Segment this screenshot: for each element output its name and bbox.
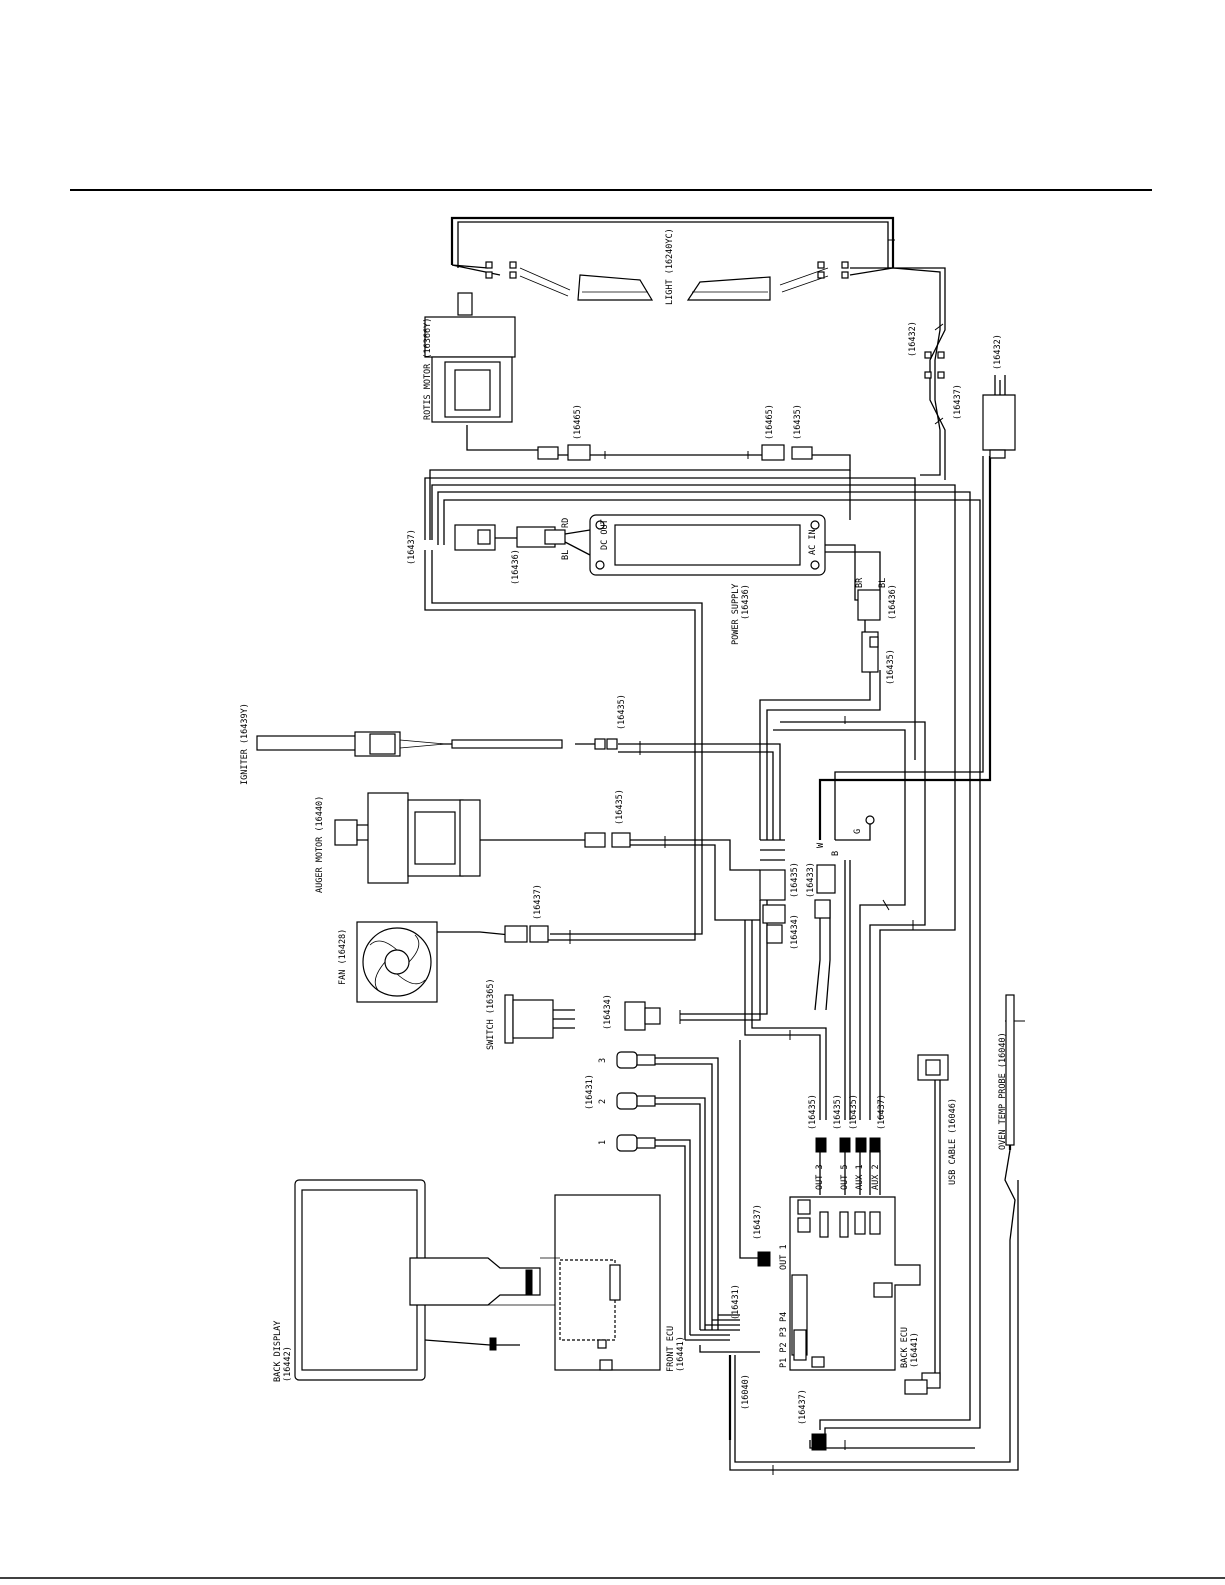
label-16433-mid: (16433) xyxy=(806,862,816,898)
label-power-supply-pn: (16436) xyxy=(741,584,751,620)
label-16434-mid: (16434) xyxy=(790,914,800,950)
label-usb-cable: USB CABLE (16046) xyxy=(948,1098,958,1185)
label-16437-out1: (16437) xyxy=(753,1204,763,1240)
igniter xyxy=(256,731,618,757)
label-16437-ps: (16437) xyxy=(407,529,417,565)
label-16437-bottom: (16437) xyxy=(798,1389,808,1425)
power-switch xyxy=(504,994,661,1044)
label-fan: FAN (16428) xyxy=(338,929,348,985)
label-g: G xyxy=(853,829,863,834)
label-16435-ps: (16435) xyxy=(886,649,896,685)
label-w: W xyxy=(816,842,826,848)
label-bl-right: BL xyxy=(878,578,888,588)
label-ports: P1 P2 P3 P4 xyxy=(779,1312,789,1368)
label-16465-b: (16465) xyxy=(765,404,775,440)
oven-temp-probe xyxy=(1005,994,1015,1146)
label-16435-mid: (16435) xyxy=(790,862,800,898)
label-num-2: 2 xyxy=(598,1099,608,1104)
label-auger-motor: AUGER MOTOR (16440) xyxy=(315,796,325,893)
label-br: BR xyxy=(855,577,865,588)
back-display xyxy=(294,1179,560,1381)
label-16431-bottom: (16431) xyxy=(731,1284,741,1320)
label-16437-aux2: (16437) xyxy=(877,1094,887,1130)
label-16437-fan: (16437) xyxy=(533,884,543,920)
light-connectors xyxy=(485,261,945,379)
label-b: B xyxy=(831,851,841,856)
label-16434-switch: (16434) xyxy=(603,994,613,1030)
label-front-ecu-pn: (16441) xyxy=(676,1336,686,1372)
wire-harness xyxy=(424,216,1019,1471)
front-ecu-board xyxy=(554,1194,661,1371)
label-front-ecu: FRONT ECU xyxy=(666,1326,676,1372)
probe-jacks xyxy=(616,1051,656,1152)
label-back-ecu-pn: (16441) xyxy=(910,1332,920,1368)
light-fixture-right xyxy=(686,276,771,301)
label-out5: OUT 5 xyxy=(840,1164,850,1190)
label-aux2: AUX 2 xyxy=(871,1164,881,1190)
label-dc-out: DC OUT xyxy=(600,519,610,550)
label-16435-ign: (16435) xyxy=(617,694,627,730)
label-rotis-motor: ROTIS MOTOR (16366Y) xyxy=(423,318,433,420)
back-ecu-board xyxy=(789,1196,928,1395)
label-back-display-pn: (16442) xyxy=(283,1346,293,1382)
label-out1: OUT 1 xyxy=(779,1244,789,1270)
ps-connectors xyxy=(454,524,881,673)
label-16431: (16431) xyxy=(585,1074,595,1110)
label-16040-bottom: (16040) xyxy=(741,1374,751,1410)
label-out3: OUT 3 xyxy=(815,1164,825,1190)
label-rd: RD xyxy=(561,518,571,528)
label-switch: SWITCH (16365) xyxy=(486,978,496,1050)
label-16436-ps-left: (16436) xyxy=(511,549,521,585)
label-16435-out5: (16435) xyxy=(833,1094,843,1130)
label-16436-right: (16436) xyxy=(888,584,898,620)
center-connectors xyxy=(759,815,875,944)
light-fixture-left xyxy=(577,274,654,301)
power-supply xyxy=(589,514,826,576)
label-light: LIGHT (16240YC) xyxy=(665,228,675,305)
power-plug xyxy=(982,375,1016,459)
label-num-1: 1 xyxy=(598,1140,608,1145)
label-16435-out3: (16435) xyxy=(808,1094,818,1130)
label-aux1: AUX 1 xyxy=(855,1164,865,1190)
label-power-supply: POWER SUPPLY xyxy=(731,584,741,645)
label-back-ecu: BACK ECU xyxy=(900,1327,910,1368)
output-connectors xyxy=(757,1137,881,1451)
auger-motor xyxy=(334,792,631,884)
label-16435-auger: (16435) xyxy=(615,789,625,825)
rotis-connectors xyxy=(537,444,813,461)
label-igniter: IGNITER (16439Y) xyxy=(240,703,250,785)
label-bl-left: BL xyxy=(561,550,571,560)
label-ac-in: AC IN xyxy=(808,529,818,555)
component-labels: LIGHT (16240YC) ROTIS MOTOR (16366Y) (16… xyxy=(240,228,1008,1425)
label-oven-probe: OVEN TEMP PROBE (16040) xyxy=(998,1032,1008,1150)
label-16435-aux1: (16435) xyxy=(849,1094,859,1130)
fan xyxy=(356,921,549,1003)
label-back-display: BACK DISPLAY xyxy=(273,1321,283,1382)
label-16465-a: (16465) xyxy=(573,404,583,440)
label-16437-right: (16437) xyxy=(953,384,963,420)
rotis-motor xyxy=(424,292,516,423)
label-16432-plug: (16432) xyxy=(993,334,1003,370)
usb-connector xyxy=(917,1054,949,1389)
label-num-3: 3 xyxy=(598,1058,608,1063)
label-16435-rotis: (16435) xyxy=(793,404,803,440)
label-16432-a: (16432) xyxy=(908,321,918,357)
